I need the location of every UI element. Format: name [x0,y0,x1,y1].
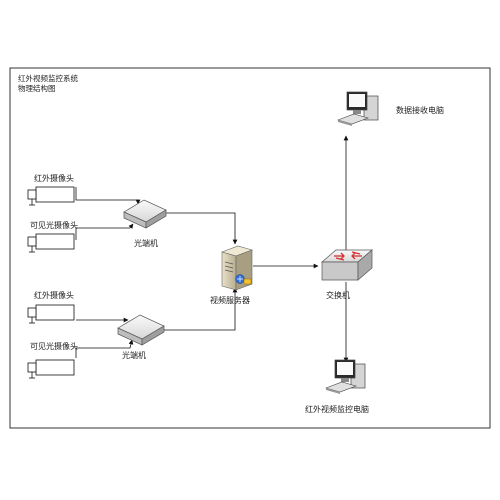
camera-visible-1: 可见光摄像头 [27,220,78,253]
camera-visible-2-label: 可见光摄像头 [30,341,78,351]
fiber-transceiver-1-label: 光端机 [134,238,158,248]
fiber-transceiver-2-label: 光端机 [122,350,146,360]
fiber-transceiver-1: 光端机 [123,199,167,248]
connections [75,135,349,363]
camera-ir-2-label: 红外摄像头 [34,290,74,300]
desktop-computer-icon [325,359,366,394]
camera-visible-2: 可见光摄像头 [27,341,78,379]
camera-ir-2: 红外摄像头 [27,290,75,324]
link-transceiver-1-to-server [166,212,238,245]
link-visible-camera-1-to-transceiver-1 [75,223,134,240]
fiber-transceiver-2: 光端机 [117,314,165,360]
link-transceiver-2-to-server [162,287,238,331]
server-icon [221,245,253,291]
camera-visible-1-label: 可见光摄像头 [30,220,78,230]
camera-ir-1-label: 红外摄像头 [34,173,74,183]
monitoring-computer-label: 红外视频监控电脑 [305,404,369,414]
desktop-computer-icon [337,91,379,126]
data-receiver-computer: 数据接收电脑 [337,91,444,126]
link-ir-camera-1-to-transceiver-1 [75,187,141,205]
video-server: 视频服务器 [210,245,253,305]
switch: 交换机 [321,249,373,300]
video-server-label: 视频服务器 [210,295,250,305]
camera-icon [27,304,75,324]
fiber-transceiver-icon [123,199,167,229]
camera-icon [27,233,75,253]
diagram-title-line1: 红外视频监控系统 [18,73,78,83]
camera-icon [27,359,75,379]
camera-ir-1: 红外摄像头 [27,173,75,206]
camera-icon [27,186,75,206]
data-receiver-computer-label: 数据接收电脑 [396,105,444,115]
network-switch-icon [321,249,373,281]
switch-label: 交换机 [326,290,350,300]
fiber-transceiver-icon [117,314,165,346]
link-visible-camera-2-to-transceiver-2 [75,339,134,358]
monitoring-computer: 红外视频监控电脑 [305,359,369,414]
diagram-title-line2: 物理结构图 [18,83,56,93]
diagram-border [9,67,491,429]
